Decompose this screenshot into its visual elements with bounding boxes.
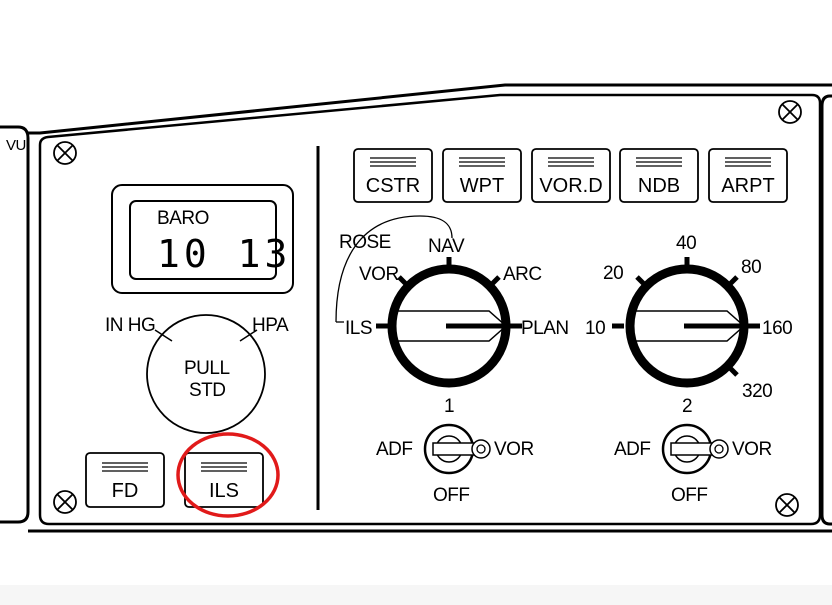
baro-label: BARO [157,208,209,229]
range-label-320: 320 [742,381,773,402]
switch2-number: 2 [682,396,693,417]
switch1-off-label: OFF [433,485,470,506]
switch1-adf-label: ADF [376,439,413,460]
mode-label-nav: NAV [428,236,465,257]
switch2-off-label: OFF [671,485,708,506]
std-label: STD [189,380,226,401]
hpa-label: HPA [252,315,289,336]
mode-label-plan: PLAN [521,318,569,339]
baro-value-display: 10 13 [157,232,292,276]
mode-selector-knob[interactable] [388,265,510,387]
range-label-10: 10 [585,318,606,339]
mode-label-rose: ROSE [339,232,391,253]
option-button-label-wpt: WPT [459,175,505,197]
baro-bezel [111,184,294,294]
option-button-label-vord: VOR.D [539,175,603,197]
range-label-80: 80 [741,257,762,278]
ils-button[interactable] [185,453,263,507]
range-selector-knob[interactable] [626,265,748,387]
option-button-label-ndb: NDB [637,175,681,197]
option-button-label-cstr: CSTR [365,175,421,197]
mode-label-vor: VOR [359,264,399,285]
option-button-frames [353,148,788,203]
bottom-band [0,585,832,605]
toggle-switch-2-drawing [661,423,729,475]
baro-knob-control[interactable] [147,315,265,433]
screw-icon [778,100,802,124]
option-button-arpt[interactable] [709,149,787,202]
mode-ticks [376,257,522,329]
panel-top-edge [28,83,832,135]
switch1-number: 1 [444,396,455,417]
fd-button[interactable] [86,453,164,507]
option-button-wpt[interactable] [443,149,521,202]
pull-label: PULL [184,358,230,379]
efis-panel-frame [38,93,822,526]
inhg-label: IN HG [105,315,156,336]
ils-button-label: ILS [208,480,240,502]
screw-icon [53,490,77,514]
left-panel-edge [0,125,30,524]
adf-vor-switch-2[interactable] [662,424,730,474]
fd-button-label: FD [111,480,139,502]
switch2-adf-label: ADF [614,439,651,460]
toggle-switch-1-drawing [423,423,491,475]
rose-bracket [335,215,453,323]
baro-window [129,200,277,280]
option-button-label-arpt: ARPT [721,175,775,197]
screw-icon [53,141,77,165]
range-label-160: 160 [762,318,793,339]
option-button-vord[interactable] [532,149,610,202]
option-button-ndb[interactable] [620,149,698,202]
option-button-cstr[interactable] [354,149,432,202]
switch2-vor-label: VOR [732,439,772,460]
adf-vor-switch-1[interactable] [424,424,492,474]
screw-icon [775,493,799,517]
right-panel-edge [820,94,832,526]
vu-label: VU [6,137,26,154]
mode-label-arc: ARC [503,264,542,285]
mode-label-ils: ILS [345,318,373,339]
range-label-20: 20 [603,263,624,284]
highlight-ring [176,432,280,518]
baro-knob [146,314,266,434]
switch1-vor-label: VOR [494,439,534,460]
range-label-40: 40 [676,233,697,254]
